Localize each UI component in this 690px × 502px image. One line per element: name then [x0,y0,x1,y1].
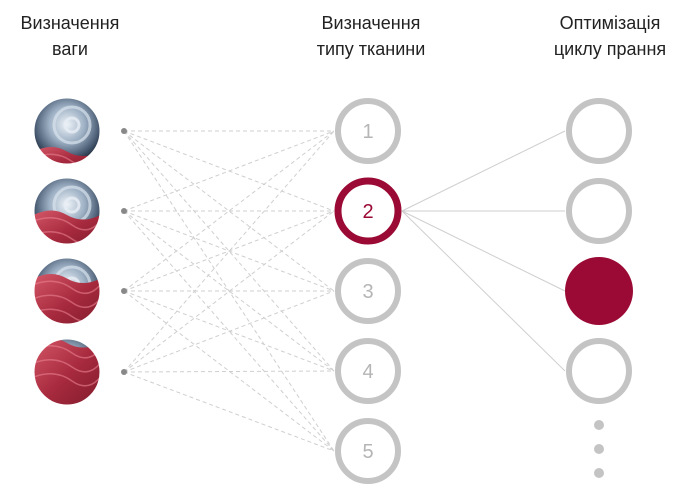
solid-connection [401,130,566,212]
fabric-node-1 [335,98,401,164]
dashed-connection [123,370,335,373]
fabric-node-label: 2 [362,201,373,223]
fabric-node-label: 4 [362,361,373,383]
dashed-connection [123,290,335,452]
dashed-connection [123,210,335,373]
input-connections [123,130,335,452]
cycle-node-1 [566,98,632,164]
drum-load-light-icon [34,98,100,164]
weight-title: Визначення ваги [20,13,120,59]
weight-images [33,97,101,406]
drum-load-high-icon [34,258,100,324]
fabric-node-3 [335,258,401,324]
input-dot [121,128,127,134]
dashed-connection [123,210,335,292]
fabric-node-5 [335,418,401,484]
input-dot [121,288,127,294]
dashed-connection [123,130,335,292]
drum-load-full-icon [34,339,100,405]
fabric-nodes: 1 2 3 4 5 [334,98,402,484]
dashed-connection [123,371,335,452]
dashed-connection [123,130,335,292]
fabric-node-label: 1 [362,121,373,143]
cycle-nodes [565,98,633,404]
cycle-optimization-title: Оптимізація циклу прання [553,13,667,59]
solid-connection [401,210,566,372]
fabric-type-title: Визначення типу тканини [316,13,426,59]
more-dots-icon [594,420,604,478]
fabric-node-4 [335,338,401,404]
input-dots [121,128,127,375]
output-connections [401,130,566,372]
cycle-node-4 [566,338,632,404]
dashed-connection [123,210,335,372]
fabric-node-label: 3 [362,281,373,303]
cycle-node-2 [566,178,632,244]
dashed-connection [123,130,335,373]
input-dot [121,369,127,375]
input-dot [121,208,127,214]
solid-connection [401,210,566,292]
dashed-connection [123,290,335,373]
drum-load-medium-icon [34,178,100,244]
cycle-node-3 [565,257,633,325]
dashed-connection [123,130,335,212]
fabric-node-label: 5 [362,441,373,463]
fabric-node-2 [334,177,402,245]
